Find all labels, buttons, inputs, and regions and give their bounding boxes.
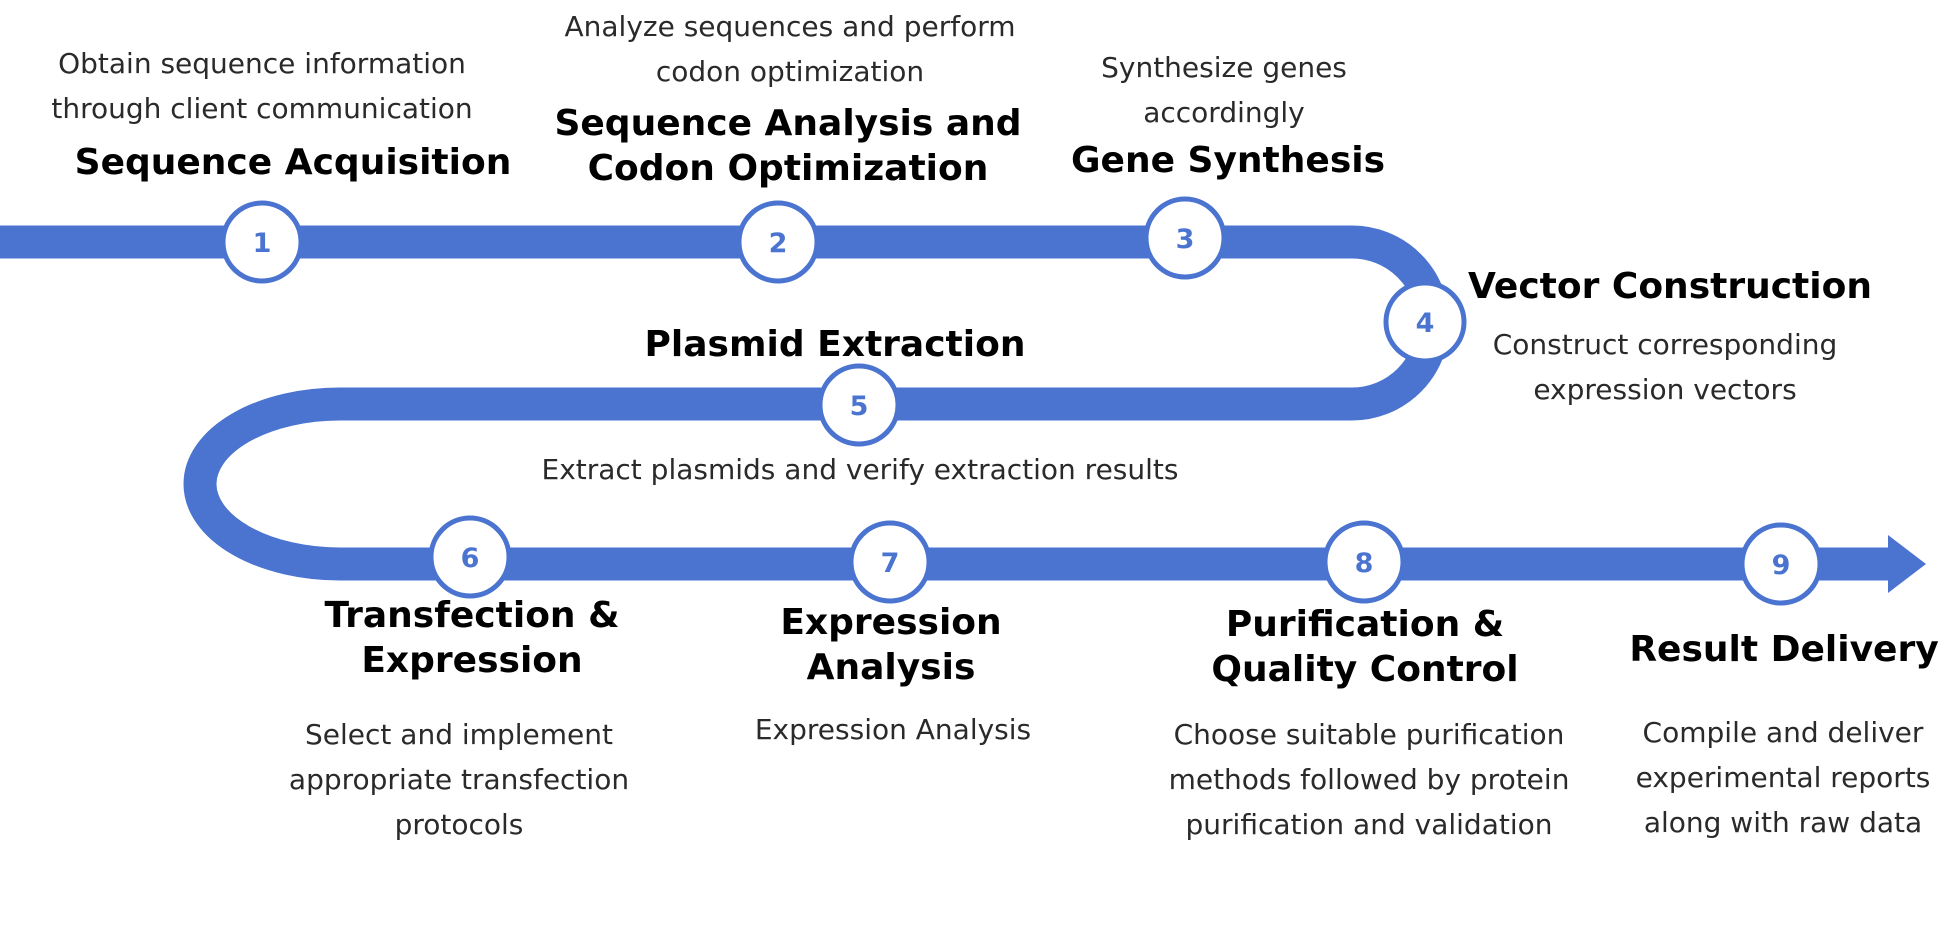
step-description-9: Compile and deliver experimental reports a… [1636,710,1931,845]
step-description-line: Analyze sequences and perform [564,10,1016,43]
step-number: 6 [461,543,480,574]
step-node-7: 7 [848,520,932,604]
step-number: 2 [769,228,788,259]
step-title-line: Quality Control [1211,649,1519,690]
step-title-line: Expression [780,602,1002,643]
step-circle [1383,280,1467,364]
step-description-6: Select and implement appropriate transfec… [289,712,629,847]
step-number: 5 [850,391,869,422]
step-description-line: Expression Analysis [754,713,1032,746]
step-node-1: 1 [220,200,304,284]
step-node-4: 4 [1383,280,1467,364]
step-description-line: Synthesize genes [1101,51,1347,84]
step-number: 1 [253,228,272,259]
step-number: 7 [881,548,900,579]
step-description-line: Obtain sequence information [58,47,466,80]
step-number: 3 [1176,224,1195,255]
step-title-3: Gene Synthesis [1071,138,1385,183]
step-description-line: Select and implement [305,718,613,751]
step-title-4: Vector Construction [1468,264,1872,309]
step-description-line: accordingly [1143,96,1305,129]
step-circle [736,200,820,284]
step-node-6: 6 [428,515,512,599]
step-title-line: Expression [361,640,583,681]
step-description-line: Extract plasmids and verify extraction r… [541,453,1179,486]
step-description-line: methods followed by protein [1168,763,1570,796]
step-description-line: purification and validation [1185,808,1553,841]
step-title-6: Transfection &Expression [325,593,620,683]
step-circle [1322,520,1406,604]
step-node-9: 9 [1739,522,1823,606]
step-circle [817,363,901,447]
step-description-line: along with raw data [1643,806,1923,839]
step-number: 4 [1416,308,1435,339]
step-title-line: Codon Optimization [587,148,989,189]
step-description-line: Choose suitable purification [1173,718,1565,751]
step-description-7: Expression Analysis [755,707,1031,752]
step-title-line: Purification & [1225,604,1505,645]
step-description-line: appropriate transfection [288,763,630,796]
step-title-line: Gene Synthesis [1070,140,1386,181]
step-title-5: Plasmid Extraction [645,322,1026,367]
step-description-8: Choose suitable purification methods foll… [1169,712,1570,847]
step-circle [1143,196,1227,280]
step-description-line: protocols [394,808,524,841]
step-node-2: 2 [736,200,820,284]
step-circle [1739,522,1823,606]
step-description-line: through client communication [51,92,473,125]
step-description-line: Construct corresponding [1492,328,1838,361]
step-node-8: 8 [1322,520,1406,604]
step-description-4: Construct corresponding expression vector… [1493,322,1838,412]
step-title-line: Result Delivery [1629,629,1939,670]
step-description-line: experimental reports [1635,761,1931,794]
step-circle [220,200,304,284]
step-description-line: Compile and deliver [1642,716,1924,749]
step-title-line: Transfection & [324,595,620,636]
step-title-line: Analysis [806,647,976,688]
step-node-3: 3 [1143,196,1227,280]
step-description-1: Obtain sequence information through clien… [51,41,472,131]
step-title-9: Result Delivery [1629,627,1938,672]
step-description-line: codon optimization [655,55,925,88]
step-node-5: 5 [817,363,901,447]
step-number: 9 [1772,550,1791,581]
step-title-line: Vector Construction [1468,266,1872,307]
step-number: 8 [1355,548,1374,579]
step-title-line: Plasmid Extraction [644,324,1026,365]
step-description-3: Synthesize genes accordingly [1101,45,1347,135]
step-description-5: Extract plasmids and verify extraction r… [542,447,1179,492]
step-description-line: expression vectors [1533,373,1797,406]
step-title-line: Sequence Analysis and [554,103,1022,144]
step-circle [428,515,512,599]
step-title-line: Sequence Acquisition [74,142,512,183]
step-description-2: Analyze sequences and perform codon optim… [564,4,1015,94]
step-circle [848,520,932,604]
step-title-1: Sequence Acquisition [75,140,512,185]
flow-arrowhead [1888,535,1926,593]
step-title-8: Purification &Quality Control [1211,602,1518,692]
